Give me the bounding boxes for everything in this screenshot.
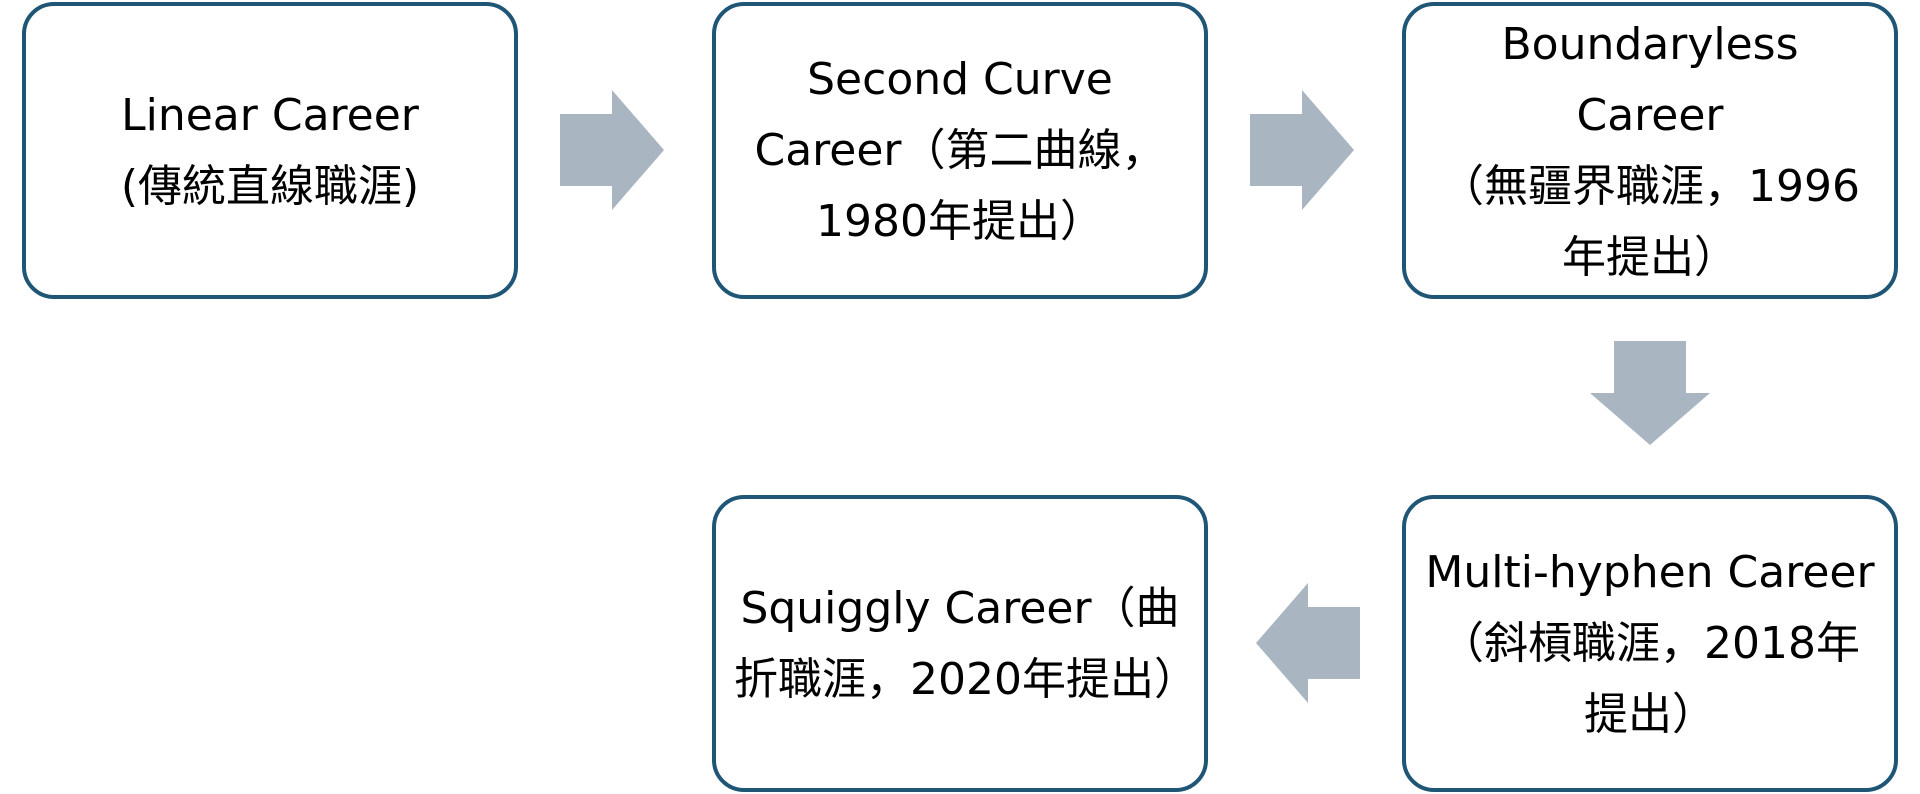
node-multi-hyphen-career-line-1: Multi-hyphen Career [1425,547,1875,598]
node-linear-career-label: Linear Career (傳統直線職涯) [121,80,419,222]
node-multi-hyphen-career: Multi-hyphen Career （斜槓職涯，2018年 提出） [1402,495,1898,792]
arrow-right-icon [1250,90,1354,210]
arrow-left-icon [1256,583,1360,703]
node-second-curve-career-line-3: 1980年提出） [816,196,1104,247]
node-squiggly-career: Squiggly Career（曲 折職涯，2020年提出） [712,495,1208,792]
node-linear-career-line-2: (傳統直線職涯) [120,160,420,212]
node-boundaryless-career: Boundaryless Career （無疆界職涯，1996 年提出） [1402,2,1898,299]
node-second-curve-career-line-2: Career（第二曲線， [754,125,1166,176]
node-multi-hyphen-career-label: Multi-hyphen Career （斜槓職涯，2018年 提出） [1425,537,1874,750]
node-boundaryless-career-label: Boundaryless Career （無疆界職涯，1996 年提出） [1424,9,1876,293]
node-squiggly-career-label: Squiggly Career（曲 折職涯，2020年提出） [734,573,1198,715]
node-second-curve-career-label: Second Curve Career（第二曲線， 1980年提出） [754,44,1165,257]
node-linear-career: Linear Career (傳統直線職涯) [22,2,518,299]
node-second-curve-career-line-1: Second Curve [807,54,1113,105]
node-second-curve-career: Second Curve Career（第二曲線， 1980年提出） [712,2,1208,299]
node-linear-career-line-1: Linear Career [121,89,419,141]
node-squiggly-career-line-2: 折職涯，2020年提出） [734,653,1198,705]
node-boundaryless-career-line-2: （無疆界職涯，1996 [1440,160,1860,212]
node-multi-hyphen-career-line-3: 提出） [1584,689,1716,740]
node-boundaryless-career-line-1: Boundaryless Career [1501,18,1799,141]
node-squiggly-career-line-1: Squiggly Career（曲 [740,582,1180,634]
arrow-down-icon [1590,341,1710,445]
node-boundaryless-career-line-3: 年提出） [1562,231,1738,283]
node-multi-hyphen-career-line-2: （斜槓職涯，2018年 [1440,618,1860,669]
arrow-right-icon [560,90,664,210]
